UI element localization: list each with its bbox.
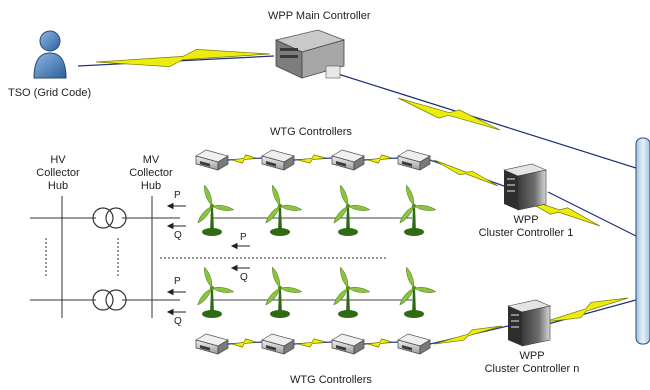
q-label: Q bbox=[174, 316, 182, 327]
mv-line3: Hub bbox=[140, 180, 162, 192]
hv-line3: Hub bbox=[47, 180, 69, 192]
p-label: P bbox=[174, 190, 181, 201]
wind-turbine-icon bbox=[197, 266, 235, 318]
clustern-line1: WPP bbox=[519, 350, 545, 362]
lightning-link-icon bbox=[231, 154, 257, 164]
router-device-icon[interactable] bbox=[397, 149, 431, 171]
wind-turbine-icon bbox=[399, 184, 437, 236]
wind-turbine-icon bbox=[197, 184, 235, 236]
cluster1-line2: Cluster Controller 1 bbox=[478, 227, 574, 239]
main-controller-label: WPP Main Controller bbox=[268, 10, 371, 22]
wind-turbine-icon bbox=[333, 266, 371, 318]
router-device-icon[interactable] bbox=[195, 333, 229, 355]
router-device-icon[interactable] bbox=[397, 333, 431, 355]
router-device-icon[interactable] bbox=[331, 333, 365, 355]
router-device-icon[interactable] bbox=[331, 149, 365, 171]
lightning-link-icon bbox=[397, 97, 501, 131]
p-label: P bbox=[174, 276, 181, 287]
server-icon[interactable] bbox=[274, 29, 346, 79]
wtg-controllers-top-label: WTG Controllers bbox=[270, 126, 352, 138]
flow-arrows bbox=[166, 202, 250, 316]
mv-collector-hub-label: MV Collector Hub bbox=[126, 154, 176, 193]
lightning-link-icon bbox=[433, 159, 499, 187]
wind-turbine-icon bbox=[265, 184, 303, 236]
mv-line1: MV bbox=[142, 154, 160, 166]
server-tower-icon[interactable] bbox=[507, 299, 551, 347]
wtg-controller-chain-top bbox=[227, 154, 505, 187]
electrical-single-line bbox=[30, 196, 388, 318]
hv-line2: Collector bbox=[36, 167, 80, 179]
transformer-icon bbox=[92, 289, 127, 311]
wtg-controller-chain-bottom bbox=[227, 325, 509, 348]
wtg-controllers bbox=[195, 149, 431, 355]
q-label: Q bbox=[174, 230, 182, 241]
hv-line1: HV bbox=[50, 154, 66, 166]
lightning-link-icon bbox=[543, 297, 629, 323]
lightning-link-icon bbox=[231, 338, 257, 348]
lightning-link-icon bbox=[367, 338, 393, 348]
transformer-icon bbox=[92, 207, 127, 229]
cluster1-bus-link bbox=[547, 191, 637, 237]
lightning-link-icon bbox=[297, 154, 327, 164]
router-device-icon[interactable] bbox=[195, 149, 229, 171]
main-controller-bus-link bbox=[337, 73, 637, 169]
cluster-controller-1-label: WPP Cluster Controller 1 bbox=[466, 214, 586, 240]
p-label: P bbox=[240, 232, 247, 243]
communication-bus bbox=[635, 137, 650, 345]
wind-turbine-icon bbox=[399, 266, 437, 318]
cluster1-line1: WPP bbox=[513, 214, 539, 226]
router-device-icon[interactable] bbox=[261, 333, 295, 355]
router-device-icon[interactable] bbox=[261, 149, 295, 171]
clustern-line2: Cluster Controller n bbox=[484, 363, 580, 375]
q-label: Q bbox=[240, 272, 248, 283]
mv-line2: Collector bbox=[129, 167, 173, 179]
hv-collector-hub-label: HV Collector Hub bbox=[36, 154, 80, 193]
person-icon[interactable] bbox=[33, 30, 67, 79]
lightning-link-icon bbox=[95, 49, 271, 67]
lightning-link-icon bbox=[433, 325, 503, 345]
server-tower-icon[interactable] bbox=[503, 163, 547, 211]
cluster-controller-n-label: WPP Cluster Controller n bbox=[472, 350, 592, 376]
wind-turbine-icon bbox=[265, 266, 303, 318]
lightning-link-icon bbox=[367, 154, 393, 164]
tso-label: TSO (Grid Code) bbox=[8, 87, 92, 99]
lightning-link-icon bbox=[297, 338, 327, 348]
wind-turbines bbox=[197, 184, 437, 318]
wind-turbine-icon bbox=[333, 184, 371, 236]
wtg-controllers-bottom-label: WTG Controllers bbox=[290, 374, 372, 386]
